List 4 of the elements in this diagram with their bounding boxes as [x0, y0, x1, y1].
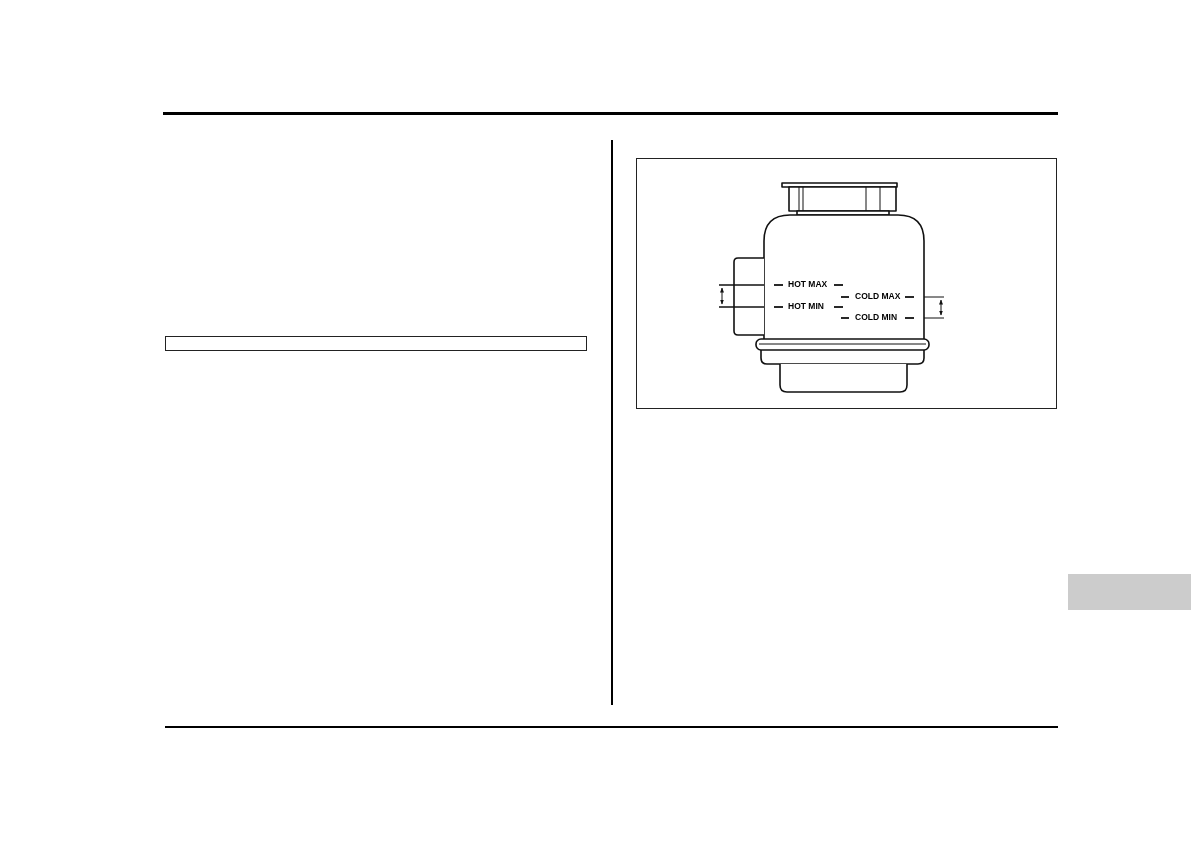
- level-label: HOT MAX: [788, 279, 828, 290]
- level-label: COLD MAX: [855, 291, 901, 302]
- level-label: COLD MIN: [855, 312, 898, 323]
- level-label: HOT MIN: [788, 301, 824, 312]
